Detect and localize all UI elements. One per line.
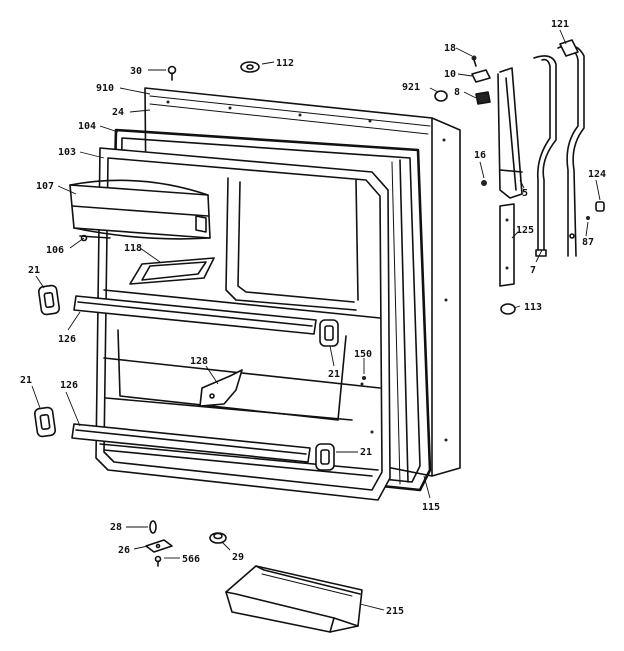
dairy-door-hinge	[79, 234, 111, 242]
bottom-bushing	[209, 532, 227, 544]
callout-29: 29	[232, 552, 244, 563]
callout-16: 16	[474, 150, 486, 161]
shelf-bar-end-cap-right-upper	[319, 319, 339, 347]
callout-566: 566	[182, 554, 200, 565]
callout-121: 121	[551, 19, 569, 30]
callout-215: 215	[386, 606, 404, 617]
callout-103: 103	[58, 147, 76, 158]
callout-118: 118	[124, 243, 142, 254]
hinge-bolt	[481, 180, 487, 186]
hinge-cap	[500, 303, 516, 315]
callout-125: 125	[516, 225, 534, 236]
hinge-pin-bracket	[471, 69, 491, 83]
callout-24: 24	[112, 107, 124, 118]
upper-hinge	[497, 67, 523, 199]
callout-921: 921	[402, 82, 420, 93]
bracket-screw	[154, 555, 162, 567]
callout-10: 10	[444, 69, 456, 80]
door-hinge-bar-right	[557, 39, 585, 257]
door-shelf-bar-upper	[73, 295, 317, 335]
callout-115: 115	[422, 502, 440, 513]
hinge-cover	[499, 203, 515, 287]
callout-7: 7	[530, 265, 536, 276]
callout-21-d: 21	[360, 447, 372, 458]
callout-112: 112	[276, 58, 294, 69]
hinge-screw-lower	[586, 216, 590, 220]
hinge-screw	[471, 55, 477, 67]
callout-5: 5	[522, 188, 528, 199]
callout-128: 128	[190, 356, 208, 367]
callout-126-a: 126	[58, 334, 76, 345]
stop-screw	[595, 201, 605, 212]
callout-113: 113	[524, 302, 542, 313]
callout-104: 104	[78, 121, 96, 132]
door-plug	[240, 61, 260, 73]
bottom-bracket	[145, 539, 173, 553]
shelf-bar-end-cap-left-lower	[33, 406, 57, 438]
callout-18: 18	[444, 43, 456, 54]
hinge-bushing	[475, 91, 491, 105]
door-plug-small	[434, 90, 448, 102]
door-handle-bar	[533, 55, 557, 257]
callout-28: 28	[110, 522, 122, 533]
callout-21-c: 21	[20, 375, 32, 386]
shelf-bar-end-cap-left-upper	[37, 284, 61, 316]
door-shelf-bar-lower	[71, 423, 311, 463]
liner-screw	[362, 376, 366, 380]
leader-lines	[31, 29, 601, 611]
door-bin	[225, 565, 363, 633]
callout-21-b: 21	[328, 369, 340, 380]
shelf-bar-end-cap-right-lower	[315, 443, 335, 471]
callout-150: 150	[354, 349, 372, 360]
callout-8: 8	[454, 87, 460, 98]
callout-106: 106	[46, 245, 64, 256]
egg-tray	[129, 257, 215, 285]
callout-107: 107	[36, 181, 54, 192]
callout-87: 87	[582, 237, 594, 248]
callout-labels: 121 18 30 112 10 910 921 8 24 104 103 16…	[20, 19, 606, 617]
door-stop-bracket	[199, 369, 243, 407]
callout-124: 124	[588, 169, 606, 180]
bottom-pin	[149, 520, 157, 534]
callout-21-a: 21	[28, 265, 40, 276]
callout-126-b: 126	[60, 380, 78, 391]
dairy-compartment-door	[69, 179, 211, 240]
callout-30: 30	[130, 66, 142, 77]
door-screw	[167, 65, 177, 81]
callout-26: 26	[118, 545, 130, 556]
callout-910: 910	[96, 83, 114, 94]
